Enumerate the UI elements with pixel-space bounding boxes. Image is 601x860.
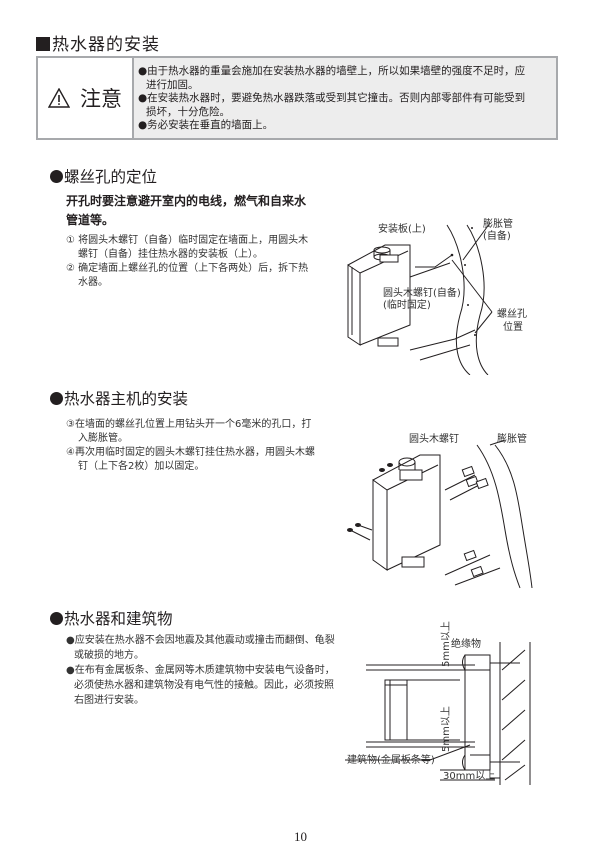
- warning-item: ●由于热水器的重量会施加在安装热水器的墙壁上，所以如果墙壁的强度不足时，应进行加…: [138, 65, 526, 91]
- section-heading-building: 热水器和建筑物: [50, 607, 173, 629]
- warning-items: ●由于热水器的重量会施加在安装热水器的墙壁上，所以如果墙壁的强度不足时，应进行加…: [138, 65, 526, 133]
- warning-triangle-icon: [48, 88, 70, 108]
- warning-item: ●务必安装在垂直的墙面上。: [138, 119, 274, 131]
- section-heading-screw-holes: 螺丝孔的定位: [50, 165, 157, 187]
- section1-lead: 开孔时要注意避开室内的电线，燃气和自来水管道等。: [66, 194, 307, 227]
- section3-bullets: ●应安装在热水器不会因地震及其他震动或撞击而翻倒、龟裂或破损的地方。 ●在布有金…: [66, 633, 338, 708]
- page-number: 10: [294, 829, 307, 844]
- step-item: ④再次用临时固定的圆头木螺钉挂住热水器，用圆头木螺钉（上下各2枚）加以固定。: [66, 447, 315, 472]
- warning-label-cell: 注意: [38, 58, 134, 138]
- section1-steps: ① 将圆头木螺钉（自备）临时固定在墙面上，用圆头木螺钉（自备）挂住热水器的安装板…: [66, 234, 318, 290]
- label-anchor-note: (自备): [483, 231, 511, 242]
- label-building: 建筑物(金属板条等): [347, 755, 435, 766]
- label-gap-wall: 30mm以上: [443, 771, 496, 782]
- screw-hole-positioning-diagram: [347, 222, 493, 375]
- warning-item: ●在安装热水器时，要避免热水器跌落或受到其它撞击。否则内部零部件有可能受到损坏，…: [138, 92, 526, 118]
- bullet-icon: [50, 612, 63, 625]
- section-heading-main-install: 热水器主机的安装: [50, 387, 188, 409]
- label-round-head-screw: 圆头木螺钉: [409, 434, 459, 445]
- label-expansion-anchor: 膨胀管: [497, 434, 527, 445]
- bullet-item: ●应安装在热水器不会因地震及其他震动或撞击而翻倒、龟裂或破损的地方。: [66, 635, 335, 661]
- square-bullet-icon: [36, 37, 50, 51]
- insulation-clearance-diagram: [345, 642, 531, 785]
- label-screw: 圆头木螺钉(自备): [383, 288, 461, 299]
- label-insulator: 绝缘物: [451, 639, 481, 650]
- bullet-icon: [50, 392, 63, 405]
- step-item: ③在墙面的螺丝孔位置上用钻头开一个6毫米的孔口，打入膨胀管。: [66, 419, 312, 444]
- label-gap-top: 5mm以上: [441, 621, 452, 667]
- heater-mounting-diagram: [347, 439, 533, 589]
- bullet-item: ●在布有金属板条、金属网等木质建筑物中安装电气设备时，必须使热水器和建筑物没有电…: [66, 665, 335, 706]
- label-screw-note: (临时固定): [383, 300, 431, 311]
- page-title: 热水器的安装: [36, 30, 160, 55]
- step-item: ② 确定墙面上螺丝孔的位置（上下各两处）后，拆下热水器。: [66, 263, 309, 288]
- label-gap-bottom: 5mm以上: [441, 706, 452, 752]
- label-hole-note: 位置: [503, 322, 523, 333]
- label-anchor: 膨胀管: [483, 219, 513, 230]
- warning-label: 注意: [80, 87, 122, 111]
- warning-box: 注意 ●由于热水器的重量会施加在安装热水器的墙壁上，所以如果墙壁的强度不足时，应…: [36, 56, 558, 140]
- step-item: ① 将圆头木螺钉（自备）临时固定在墙面上，用圆头木螺钉（自备）挂住热水器的安装板…: [66, 235, 309, 260]
- section2-steps: ③在墙面的螺丝孔位置上用钻头开一个6毫米的孔口，打入膨胀管。 ④再次用临时固定的…: [66, 418, 318, 474]
- label-mount-plate: 安装板(上): [378, 224, 426, 235]
- bullet-icon: [50, 170, 63, 183]
- label-hole: 螺丝孔: [497, 309, 527, 320]
